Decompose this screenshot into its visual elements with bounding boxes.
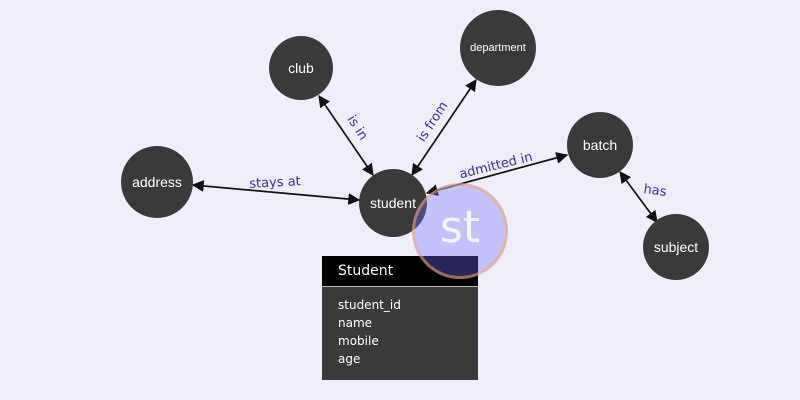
node-label-club: club <box>288 60 314 76</box>
entity-field: student_id <box>338 298 401 312</box>
node-label-department: department <box>470 42 526 54</box>
entity-field: age <box>338 352 361 366</box>
node-label-address: address <box>132 174 182 190</box>
edge-student-club <box>318 95 374 176</box>
node-club[interactable]: club <box>269 36 333 100</box>
node-label-batch: batch <box>583 137 617 153</box>
edge-student-address <box>191 180 361 205</box>
entity-field: name <box>338 316 373 330</box>
edge-label-is-from: is from <box>415 99 452 145</box>
edge-student-department <box>411 79 477 176</box>
entity-field: mobile <box>338 334 379 348</box>
node-batch[interactable]: batch <box>567 112 633 178</box>
node-address[interactable]: address <box>121 146 193 218</box>
st-logo: st <box>412 183 508 279</box>
node-label-student: student <box>370 195 416 211</box>
edge-label-stays-at: stays at <box>249 174 301 192</box>
entity-field-list: student_id name mobile age <box>322 287 478 368</box>
node-subject[interactable]: subject <box>643 214 709 280</box>
node-department[interactable]: department <box>460 10 536 86</box>
node-label-subject: subject <box>654 239 698 255</box>
node-student[interactable]: student <box>359 169 427 237</box>
edge-label-admitted-in: admitted in <box>458 150 534 183</box>
edge-batch-subject <box>619 171 658 223</box>
edge-label-has: has <box>643 182 668 200</box>
